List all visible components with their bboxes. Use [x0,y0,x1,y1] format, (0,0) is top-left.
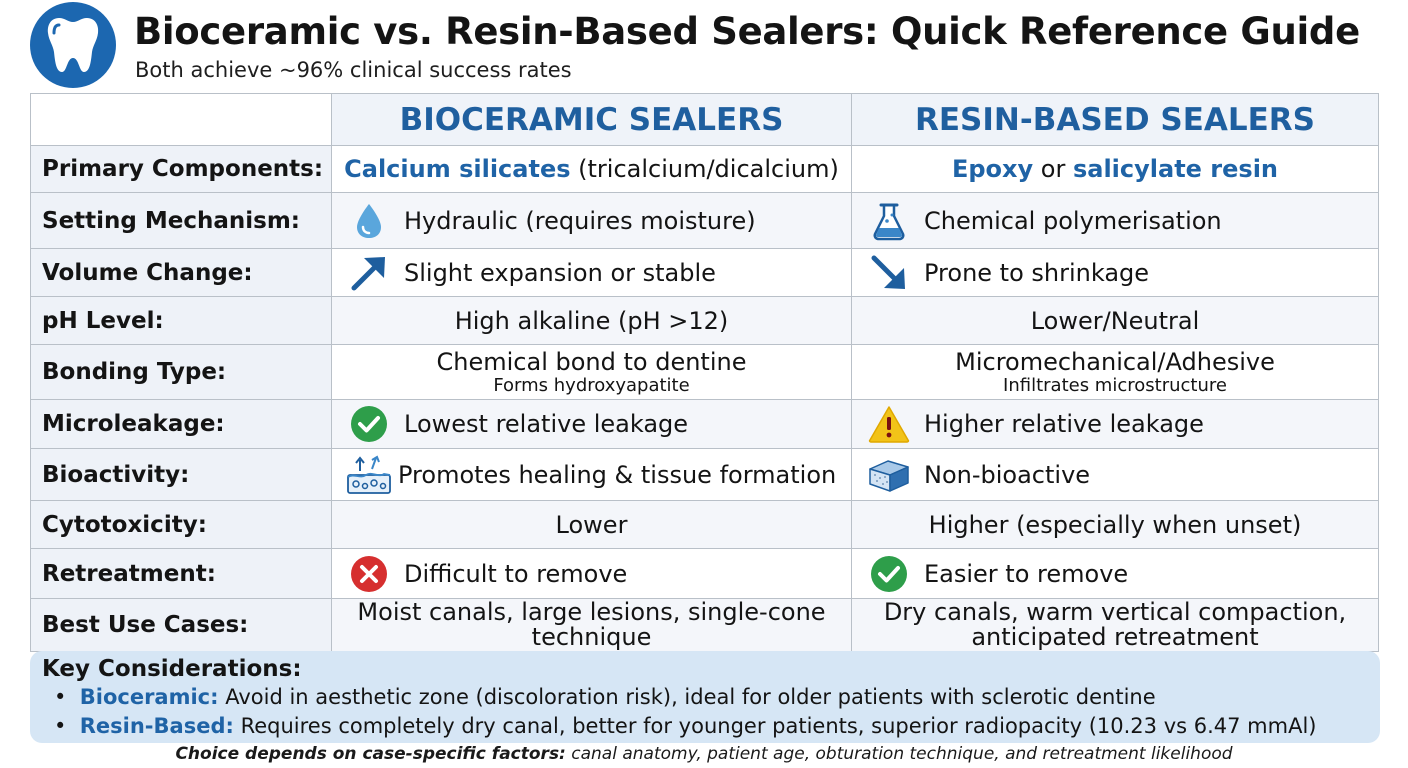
check-circle-icon [346,404,392,444]
resin-usecases-line-2: anticipated retreatment [971,623,1259,651]
bio-volume-text: Slight expansion or stable [404,258,716,287]
resin-volume-text: Prone to shrinkage [924,258,1150,287]
table-row: pH Level: High alkaline (pH >12) Lower/N… [30,296,1379,345]
key-point-resin-text: Requires completely dry canal, better fo… [233,714,1317,738]
bio-usecases-cell: Moist canals, large lesions, single-cone… [331,598,852,652]
bio-usecases-line-2: technique [531,623,652,651]
bio-retreatment-text: Difficult to remove [404,559,628,588]
logo-badge [30,2,116,88]
resin-volume-cell: Prone to shrinkage [851,248,1379,297]
resin-bonding-subtext: Infiltrates microstructure [1003,375,1227,396]
table-row: Bioactivity: Promotes healing & tissue f… [30,448,1379,501]
resin-usecases-line-1: Dry canals, warm vertical compaction, [883,598,1347,626]
column-header-bioceramic: BIOCERAMIC SEALERS [331,93,852,146]
bio-bioactivity-cell: Promotes healing & tissue formation [331,448,852,501]
row-label-usecases: Best Use Cases: [30,598,332,652]
tooth-icon [47,18,99,72]
table-row: Retreatment: Difficult to remove Easier … [30,548,1379,599]
bullet-icon: • [54,685,80,709]
tissue-growth-icon [346,455,392,495]
bio-components-highlight: Calcium silicates [344,155,571,183]
column-header-resin: RESIN-BASED SEALERS [851,93,1379,146]
row-label-retreatment: Retreatment: [30,548,332,599]
bio-microleakage-cell: Lowest relative leakage [331,399,852,449]
row-label-setting: Setting Mechanism: [30,192,332,249]
footer-note-text: canal anatomy, patient age, obturation t… [565,744,1233,764]
resin-bioactivity-cell: Non-bioactive [851,448,1379,501]
key-point-resin: • Resin-Based: Requires completely dry c… [42,712,1368,741]
table-row: Primary Components: Calcium silicates (t… [30,145,1379,193]
resin-bioactivity-text: Non-bioactive [924,460,1091,489]
table-row: Best Use Cases: Moist canals, large lesi… [30,598,1379,652]
bio-volume-cell: Slight expansion or stable [331,248,852,297]
resin-setting-cell: Chemical polymerisation [851,192,1379,249]
key-considerations-title: Key Considerations: [42,656,302,682]
footer-note: Choice depends on case-specific factors:… [0,744,1408,764]
resin-retreatment-cell: Easier to remove [851,548,1379,599]
row-label-components: Primary Components: [30,145,332,193]
bio-cytotoxicity-text: Lower [331,500,852,549]
warning-icon [866,404,912,444]
inert-block-icon [866,455,912,495]
row-label-volume: Volume Change: [30,248,332,297]
table-header-row: BIOCERAMIC SEALERS RESIN-BASED SEALERS [30,93,1379,146]
resin-bonding-cell: Micromechanical/Adhesive Infiltrates mic… [851,344,1379,400]
bio-bioactivity-text: Promotes healing & tissue formation [398,460,837,489]
page-subtitle: Both achieve ~96% clinical success rates [135,58,572,82]
flask-icon [866,201,912,241]
bio-setting-cell: Hydraulic (requires moisture) [331,192,852,249]
table-row: Volume Change: Slight expansion or stabl… [30,248,1379,297]
bio-bonding-subtext: Forms hydroxyapatite [493,375,690,396]
resin-bonding-text: Micromechanical/Adhesive [955,348,1275,376]
key-point-bioceramic-text: Avoid in aesthetic zone (discoloration r… [218,685,1156,709]
bio-ph-text: High alkaline (pH >12) [331,296,852,345]
arrow-up-right-icon [346,253,392,293]
bio-microleakage-text: Lowest relative leakage [404,410,689,438]
row-label-ph: pH Level: [30,296,332,345]
table-row: Setting Mechanism: Hydraulic (requires m… [30,192,1379,249]
resin-microleakage-cell: Higher relative leakage [851,399,1379,449]
header-blank-cell [30,93,332,146]
resin-components-highlight-1: Epoxy [951,155,1034,183]
row-label-bioactivity: Bioactivity: [30,448,332,501]
table-row: Cytotoxicity: Lower Higher (especially w… [30,500,1379,549]
resin-components-cell: Epoxy or salicylate resin [851,145,1379,193]
resin-cytotoxicity-text: Higher (especially when unset) [851,500,1379,549]
water-drop-icon [346,201,392,241]
row-label-bonding: Bonding Type: [30,344,332,400]
bio-bonding-text: Chemical bond to dentine [436,348,747,376]
resin-setting-text: Chemical polymerisation [924,206,1222,235]
bio-components-rest: (tricalcium/dicalcium) [570,155,839,183]
row-label-cytotoxicity: Cytotoxicity: [30,500,332,549]
key-point-bioceramic: • Bioceramic: Avoid in aesthetic zone (d… [42,683,1368,712]
footer-note-bold: Choice depends on case-specific factors: [175,744,566,764]
comparison-table: BIOCERAMIC SEALERS RESIN-BASED SEALERS P… [30,93,1379,652]
resin-ph-text: Lower/Neutral [851,296,1379,345]
bio-bonding-cell: Chemical bond to dentine Forms hydroxyap… [331,344,852,400]
bio-components-cell: Calcium silicates (tricalcium/dicalcium) [331,145,852,193]
resin-usecases-cell: Dry canals, warm vertical compaction, an… [851,598,1379,652]
key-point-bioceramic-label: Bioceramic: [79,685,219,709]
page-title: Bioceramic vs. Resin-Based Sealers: Quic… [134,10,1360,53]
x-circle-icon [346,554,392,594]
key-point-resin-label: Resin-Based: [79,714,234,738]
table-row: Bonding Type: Chemical bond to dentine F… [30,344,1379,400]
arrow-down-right-icon [866,253,912,293]
resin-retreatment-text: Easier to remove [924,559,1129,588]
bio-setting-text: Hydraulic (requires moisture) [404,206,756,235]
check-circle-icon [866,554,912,594]
table-row: Microleakage: Lowest relative leakage Hi… [30,399,1379,449]
bio-usecases-line-1: Moist canals, large lesions, single-cone [357,598,826,626]
resin-components-highlight-2: salicylate resin [1072,155,1279,183]
bio-retreatment-cell: Difficult to remove [331,548,852,599]
resin-components-mid: or [1033,155,1073,183]
bullet-icon: • [54,714,80,738]
resin-microleakage-text: Higher relative leakage [924,410,1204,438]
row-label-microleakage: Microleakage: [30,399,332,449]
key-considerations-box: Key Considerations: • Bioceramic: Avoid … [30,651,1380,743]
